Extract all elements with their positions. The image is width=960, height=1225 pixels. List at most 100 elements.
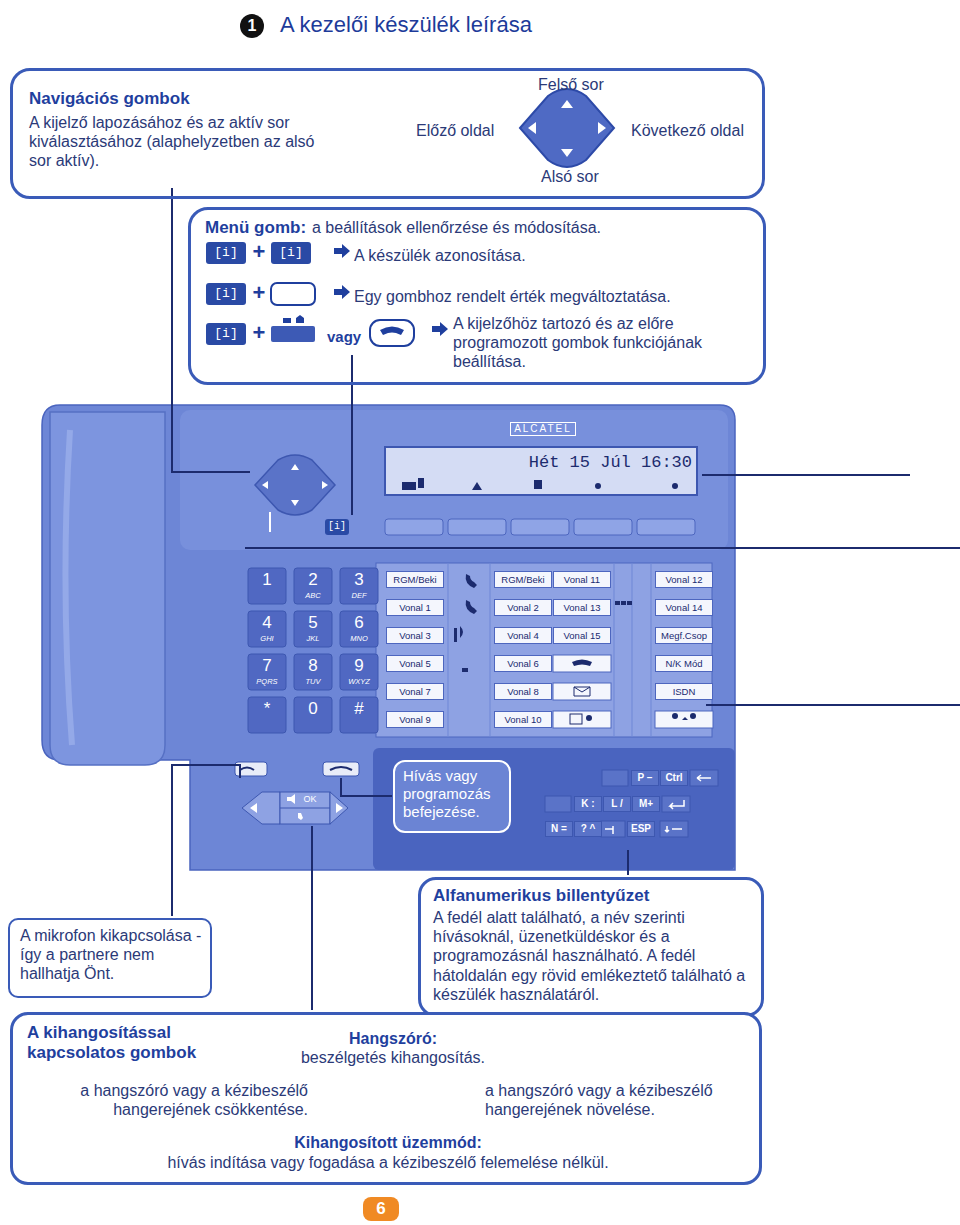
nav-pad: [520, 89, 614, 167]
phone-nav-pad: [255, 455, 335, 515]
keypad-key: [340, 611, 378, 647]
callout-text: Előző oldal: [416, 121, 494, 140]
function-key: Vonal 1: [386, 599, 444, 616]
key-icons: [454, 574, 696, 724]
ok-label: OK: [296, 793, 324, 806]
function-key: Vonal 2: [494, 599, 552, 616]
callout-text: Kihangosított üzemmód:: [193, 1133, 583, 1152]
keypad-digit: #: [340, 699, 378, 719]
section-number: 1: [240, 14, 264, 38]
nav-callout-box: Navigációs gombokA kijelző lapozásához é…: [10, 68, 765, 199]
function-key: RGM/Beki: [386, 571, 444, 588]
icon-keys: [553, 655, 713, 728]
leader-lines: [172, 188, 960, 1010]
function-key: Vonal 4: [494, 627, 552, 644]
keypad-digit: 0: [294, 699, 332, 719]
plus-sign: +: [250, 281, 268, 305]
callout-text: vagy: [327, 328, 361, 346]
keypad-key: [294, 697, 332, 733]
alpha-key: M+: [632, 796, 660, 812]
keyboard-callout-box: Alfanumerikus billentyűzetA fedél alatt …: [418, 877, 764, 1017]
display-text: Hét 15 Júl 16:30: [520, 452, 692, 474]
callout-text: beszélgetés kihangosítás.: [283, 1048, 503, 1067]
callout-heading: A kihangosítással kapcsolatos gombok: [27, 1023, 227, 1064]
function-key: Vonal 8: [494, 683, 552, 700]
page-number: 6: [363, 1197, 399, 1221]
keypad-key: [340, 697, 378, 733]
callout-text: Hangszóró:: [303, 1029, 483, 1048]
keypad-key: [294, 568, 332, 604]
callout-text: A kijelző lapozásához és az aktív sor ki…: [29, 113, 339, 171]
end-call-callout: Hívás vagy programozás befejezése.: [393, 760, 511, 833]
keypad-digit: 4: [248, 613, 286, 633]
callout-text: A fedél alatt található, a név szerinti …: [433, 908, 759, 1004]
function-key: Vonal 7: [386, 683, 444, 700]
alpha-key: ? ^: [574, 821, 602, 837]
function-key: Vonal 15: [553, 627, 611, 644]
keypad-letters: MNO: [340, 633, 378, 644]
keypad-letters: WXYZ: [340, 676, 378, 687]
brand-logo: ALCATEL: [510, 422, 576, 436]
function-key: Vonal 14: [655, 599, 713, 616]
menu-key: [i]: [271, 242, 311, 264]
ok-label: OK: [386, 1078, 420, 1096]
keypad-digit: *: [248, 699, 286, 719]
key-panel-dividers: [448, 563, 651, 737]
keypad-digit: 2: [294, 570, 332, 590]
keypad-key: [248, 654, 286, 690]
function-key: Vonal 3: [386, 627, 444, 644]
alpha-key: Ctrl: [660, 770, 688, 786]
alpha-key: ESP: [627, 821, 655, 837]
keypad-key: [340, 568, 378, 604]
handsfree-callout-box: A kihangosítással kapcsolatos gombok Hang…: [10, 1012, 762, 1185]
keypad-digit: 1: [248, 570, 286, 590]
callout-text: Alsó sor: [541, 167, 599, 186]
keypad-letters: GHI: [248, 633, 286, 644]
function-key: N/K Mód: [655, 655, 713, 672]
alpha-key: L /: [603, 796, 631, 812]
alpha-key: N =: [545, 821, 573, 837]
keypad-letters: JKL: [294, 633, 332, 644]
function-key: ISDN: [655, 683, 713, 700]
callout-text: A kijelzőhöz tartozó és az előre program…: [453, 314, 753, 372]
function-key: Vonal 13: [553, 599, 611, 616]
function-key: Vonal 5: [386, 655, 444, 672]
keypad-key: [294, 654, 332, 690]
callout-heading: Alfanumerikus billentyűzet: [433, 886, 755, 906]
menu-key: [i]: [325, 519, 349, 535]
function-key: RGM/Beki: [494, 571, 552, 588]
keypad-letters: ABC: [294, 590, 332, 601]
menu-callout-box: Menü gomb:a beállítások ellenőrzése és m…: [188, 207, 766, 385]
keypad-key: [248, 697, 286, 733]
menu-key: [i]: [206, 242, 246, 264]
callout-heading: Menü gomb:: [205, 218, 306, 238]
function-key: Vonal 10: [494, 711, 552, 728]
callout-text: Felső sor: [538, 75, 604, 94]
keypad-digit: 7: [248, 656, 286, 676]
page-title: A kezelői készülék leírása: [280, 12, 532, 38]
mute-callout-box: A mikrofon kikapcsolása - így a partnere…: [8, 918, 212, 998]
callout-text: A készülék azonosítása.: [354, 246, 526, 265]
callout-text: Következő oldal: [631, 121, 744, 140]
keypad-key: [248, 568, 286, 604]
keypad-letters: DEF: [340, 590, 378, 601]
function-key: Vonal 12: [655, 571, 713, 588]
callout-text: a hangszóró vagy a kézibeszélő hangerejé…: [485, 1081, 725, 1119]
keypad-digit: 3: [340, 570, 378, 590]
alpha-key: K :: [574, 796, 602, 812]
keypad-digit: 9: [340, 656, 378, 676]
callout-text: Egy gombhoz rendelt érték megváltoztatás…: [354, 287, 671, 306]
keypad-key: [294, 611, 332, 647]
keypad-key: [248, 611, 286, 647]
callout-heading: Hívás vagy programozás befejezése.: [403, 767, 503, 821]
keypad-letters: PQRS: [248, 676, 286, 687]
keypad-digit: 5: [294, 613, 332, 633]
callout-text: hívás indítása vagy fogadása a kézibeszé…: [123, 1153, 653, 1172]
alpha-key: P –: [631, 770, 659, 786]
keypad-digit: 8: [294, 656, 332, 676]
menu-key: [i]: [206, 323, 246, 345]
plus-sign: +: [250, 240, 268, 264]
function-key: Vonal 9: [386, 711, 444, 728]
keypad-digit: 6: [340, 613, 378, 633]
keypad-key: [340, 654, 378, 690]
